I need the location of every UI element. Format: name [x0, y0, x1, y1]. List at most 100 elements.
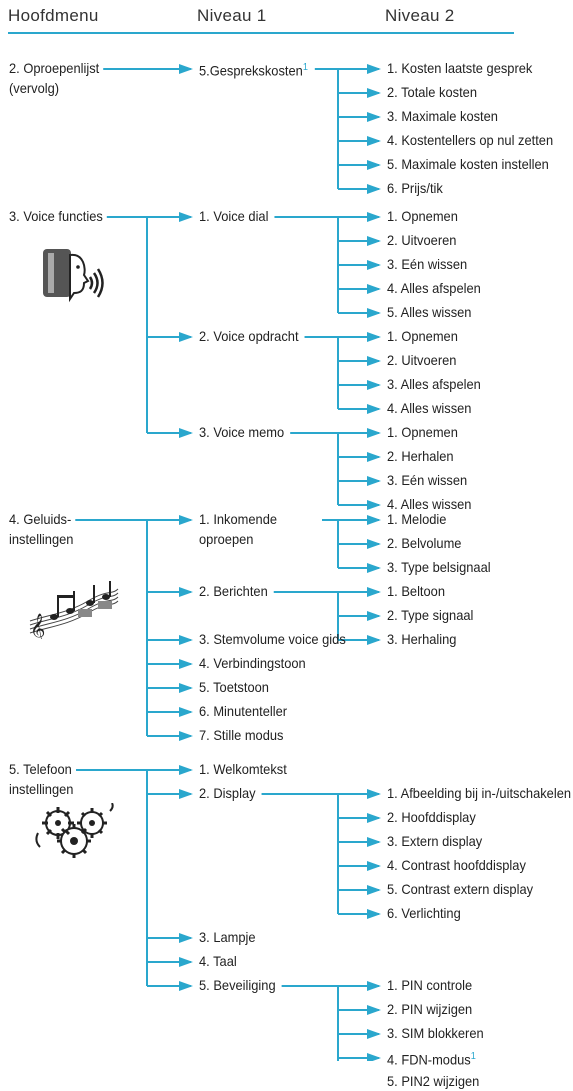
level2-item-3-1-3: 4. Contrast hoofddisplay	[387, 855, 526, 875]
level2-item-3-4-1: 2. PIN wijzigen	[387, 999, 472, 1019]
level2-item-1-1-3: 4. Alles wissen	[387, 398, 471, 418]
level2-item-3-1-4-text: 5. Contrast extern display	[387, 881, 534, 897]
level2-item-3-1-0: 1. Afbeelding bij in-/uitschakelen	[387, 783, 571, 803]
level1-item-2-5: 6. Minutenteller	[199, 701, 287, 721]
level1-item-2-5-text: 6. Minutenteller	[199, 703, 288, 719]
main-item-1-line-0-text: 3. Voice functies	[9, 208, 103, 224]
level2-item-1-1-3-text: 4. Alles wissen	[387, 400, 472, 416]
level2-item-1-0-4: 5. Alles wissen	[387, 302, 471, 322]
level2-item-2-0-1-text: 2. Belvolume	[387, 535, 462, 551]
level1-item-3-4: 5. Beveiliging	[199, 975, 276, 995]
level2-item-3-4-3: 4. FDN-modus1	[387, 1047, 476, 1070]
level1-item-1-1-text: 2. Voice opdracht	[199, 328, 299, 344]
level2-item-1-1-1-text: 2. Uitvoeren	[387, 352, 457, 368]
footnote-marker: 1	[302, 62, 308, 73]
level1-item-1-1: 2. Voice opdracht	[199, 326, 299, 346]
level2-item-1-0-3-text: 4. Alles afspelen	[387, 280, 481, 296]
level2-item-3-1-5: 6. Verlichting	[387, 903, 461, 923]
level2-item-1-1-2: 3. Alles afspelen	[387, 374, 481, 394]
main-item-0-line-0-text: 2. Oproepenlijst	[9, 60, 100, 76]
level2-item-2-1-1: 2. Type signaal	[387, 605, 473, 625]
level1-item-3-3: 4. Taal	[199, 951, 237, 971]
level1-item-0-0-text: 5.Gesprekskosten	[199, 62, 303, 79]
level1-item-3-0-text: 1. Welkomtekst	[199, 761, 287, 777]
level2-item-0-0-3-text: 4. Kostentellers op nul zetten	[387, 132, 554, 148]
menu-tree-page: Hoofdmenu Niveau 1 Niveau 2 𝄞	[8, 6, 571, 1089]
level1-item-3-3-text: 4. Taal	[199, 953, 237, 969]
main-item-2-line-0-text: 4. Geluids-	[9, 511, 72, 527]
level2-item-3-1-3-text: 4. Contrast hoofddisplay	[387, 857, 526, 873]
music-notes-icon: 𝄞	[29, 581, 119, 639]
level2-item-3-1-2-text: 3. Extern display	[387, 833, 483, 849]
level2-item-3-4-0: 1. PIN controle	[387, 975, 472, 995]
level2-item-3-4-4-text: 5. PIN2 wijzigen	[387, 1073, 480, 1089]
level2-item-1-0-0: 1. Opnemen	[387, 206, 458, 226]
level2-item-1-0-3: 4. Alles afspelen	[387, 278, 481, 298]
level2-item-0-0-4-text: 5. Maximale kosten instellen	[387, 156, 549, 172]
level1-item-2-4-text: 5. Toetstoon	[199, 679, 269, 695]
level2-item-1-0-1-text: 2. Uitvoeren	[387, 232, 457, 248]
level2-item-1-1-0-text: 1. Opnemen	[387, 328, 458, 344]
level2-item-1-0-2: 3. Eén wissen	[387, 254, 467, 274]
level2-item-0-0-5: 6. Prijs/tik	[387, 178, 443, 198]
level2-item-0-0-0-text: 1. Kosten laatste gesprek	[387, 60, 533, 76]
level2-item-3-1-1: 2. Hoofddisplay	[387, 807, 476, 827]
main-item-0-line-1: (vervolg)	[9, 78, 59, 98]
level2-item-0-0-1-text: 2. Totale kosten	[387, 84, 477, 100]
level2-item-1-2-0-text: 1. Opnemen	[387, 424, 458, 440]
level2-item-0-0-4: 5. Maximale kosten instellen	[387, 154, 549, 174]
level1-item-2-0-line-1-text: oproepen	[199, 531, 254, 547]
main-item-3-line-0-text: 5. Telefoon	[9, 761, 72, 777]
header-hoofdmenu: Hoofdmenu	[8, 6, 99, 25]
level1-item-2-0-line-0: 1. Inkomende	[199, 509, 277, 529]
level1-item-1-2-text: 3. Voice memo	[199, 424, 285, 440]
level2-item-3-4-1-text: 2. PIN wijzigen	[387, 1001, 473, 1017]
level2-item-0-0-3: 4. Kostentellers op nul zetten	[387, 130, 553, 150]
level2-item-2-0-2-text: 3. Type belsignaal	[387, 559, 491, 575]
main-item-0-line-0: 2. Oproepenlijst	[9, 58, 99, 78]
main-item-0-line-1-text: (vervolg)	[9, 80, 60, 96]
level1-item-2-2: 3. Stemvolume voice gids	[199, 629, 346, 649]
level1-item-1-2: 3. Voice memo	[199, 422, 284, 442]
level2-item-2-0-1: 2. Belvolume	[387, 533, 461, 553]
level2-item-2-1-2: 3. Herhaling	[387, 629, 456, 649]
level1-item-2-1: 2. Berichten	[199, 581, 268, 601]
level1-item-3-4-text: 5. Beveiliging	[199, 977, 276, 993]
level2-item-1-2-3-text: 4. Alles wissen	[387, 496, 472, 512]
level1-item-2-0-line-1: oproepen	[199, 529, 253, 549]
main-item-2-line-1-text: instellingen	[9, 531, 74, 547]
level2-item-0-0-5-text: 6. Prijs/tik	[387, 180, 443, 196]
main-item-1-line-0: 3. Voice functies	[9, 206, 103, 226]
header-divider	[8, 32, 514, 34]
level2-item-1-1-0: 1. Opnemen	[387, 326, 458, 346]
level2-item-1-2-2: 3. Eén wissen	[387, 470, 467, 490]
level1-item-3-2: 3. Lampje	[199, 927, 256, 947]
level2-item-3-1-1-text: 2. Hoofddisplay	[387, 809, 476, 825]
footnote-marker: 1	[470, 1051, 476, 1062]
header-niveau-1: Niveau 1	[197, 6, 267, 25]
level2-item-1-2-3: 4. Alles wissen	[387, 494, 471, 514]
level2-item-2-0-0: 1. Melodie	[387, 509, 446, 529]
level2-item-3-1-2: 3. Extern display	[387, 831, 482, 851]
level2-item-3-4-3-text: 4. FDN-modus	[387, 1051, 471, 1068]
level1-item-3-1: 2. Display	[199, 783, 256, 803]
level2-item-0-0-0: 1. Kosten laatste gesprek	[387, 58, 532, 78]
level2-item-1-0-2-text: 3. Eén wissen	[387, 256, 468, 272]
level1-item-2-3-text: 4. Verbindingstoon	[199, 655, 306, 671]
main-item-2-line-0: 4. Geluids-	[9, 509, 71, 529]
level2-item-3-1-0-text: 1. Afbeelding bij in-/uitschakelen	[387, 785, 572, 801]
level1-item-2-3: 4. Verbindingstoon	[199, 653, 306, 673]
level1-item-2-4: 5. Toetstoon	[199, 677, 269, 697]
level2-item-2-1-0-text: 1. Beltoon	[387, 583, 446, 599]
level2-item-3-4-2-text: 3. SIM blokkeren	[387, 1025, 484, 1041]
level2-item-3-4-0-text: 1. PIN controle	[387, 977, 473, 993]
level1-item-1-0-text: 1. Voice dial	[199, 208, 269, 224]
level2-item-3-4-4: 5. PIN2 wijzigen	[387, 1071, 479, 1091]
svg-text:𝄞: 𝄞	[30, 613, 45, 639]
level2-item-1-1-1: 2. Uitvoeren	[387, 350, 456, 370]
level2-item-0-0-1: 2. Totale kosten	[387, 82, 477, 102]
level2-item-1-0-1: 2. Uitvoeren	[387, 230, 456, 250]
header-niveau-2: Niveau 2	[385, 6, 455, 25]
level2-item-1-2-2-text: 3. Eén wissen	[387, 472, 468, 488]
level1-item-2-0-line-0-text: 1. Inkomende	[199, 511, 278, 527]
